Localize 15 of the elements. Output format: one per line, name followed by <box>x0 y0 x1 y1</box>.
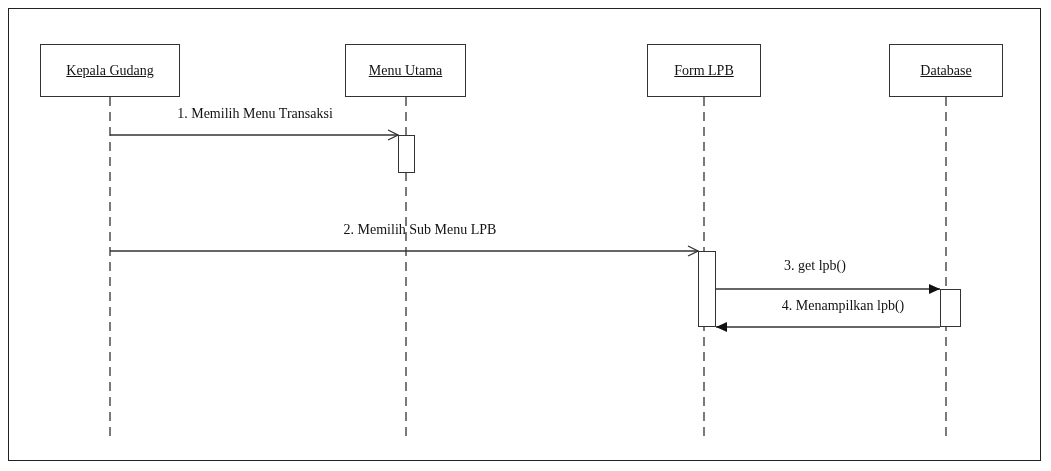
activation-bar <box>940 289 961 327</box>
object-name: Database <box>920 62 972 79</box>
activation-bar <box>698 251 716 327</box>
message-label: 4. Menampilkan lpb() <box>781 298 905 314</box>
message-label: 3. get lpb() <box>784 258 846 274</box>
object-name: Menu Utama <box>368 62 443 79</box>
message-label: 2. Memilih Sub Menu LPB <box>343 222 497 238</box>
activation-bar <box>398 135 415 173</box>
message-arrow <box>109 129 399 141</box>
message-label: 1. Memilih Menu Transaksi <box>177 106 333 122</box>
object-name: Kepala Gudang <box>66 62 154 79</box>
message-arrow <box>715 322 941 332</box>
message-arrow <box>715 284 941 294</box>
message-arrow <box>109 245 699 257</box>
object-name: Form LPB <box>674 62 734 79</box>
